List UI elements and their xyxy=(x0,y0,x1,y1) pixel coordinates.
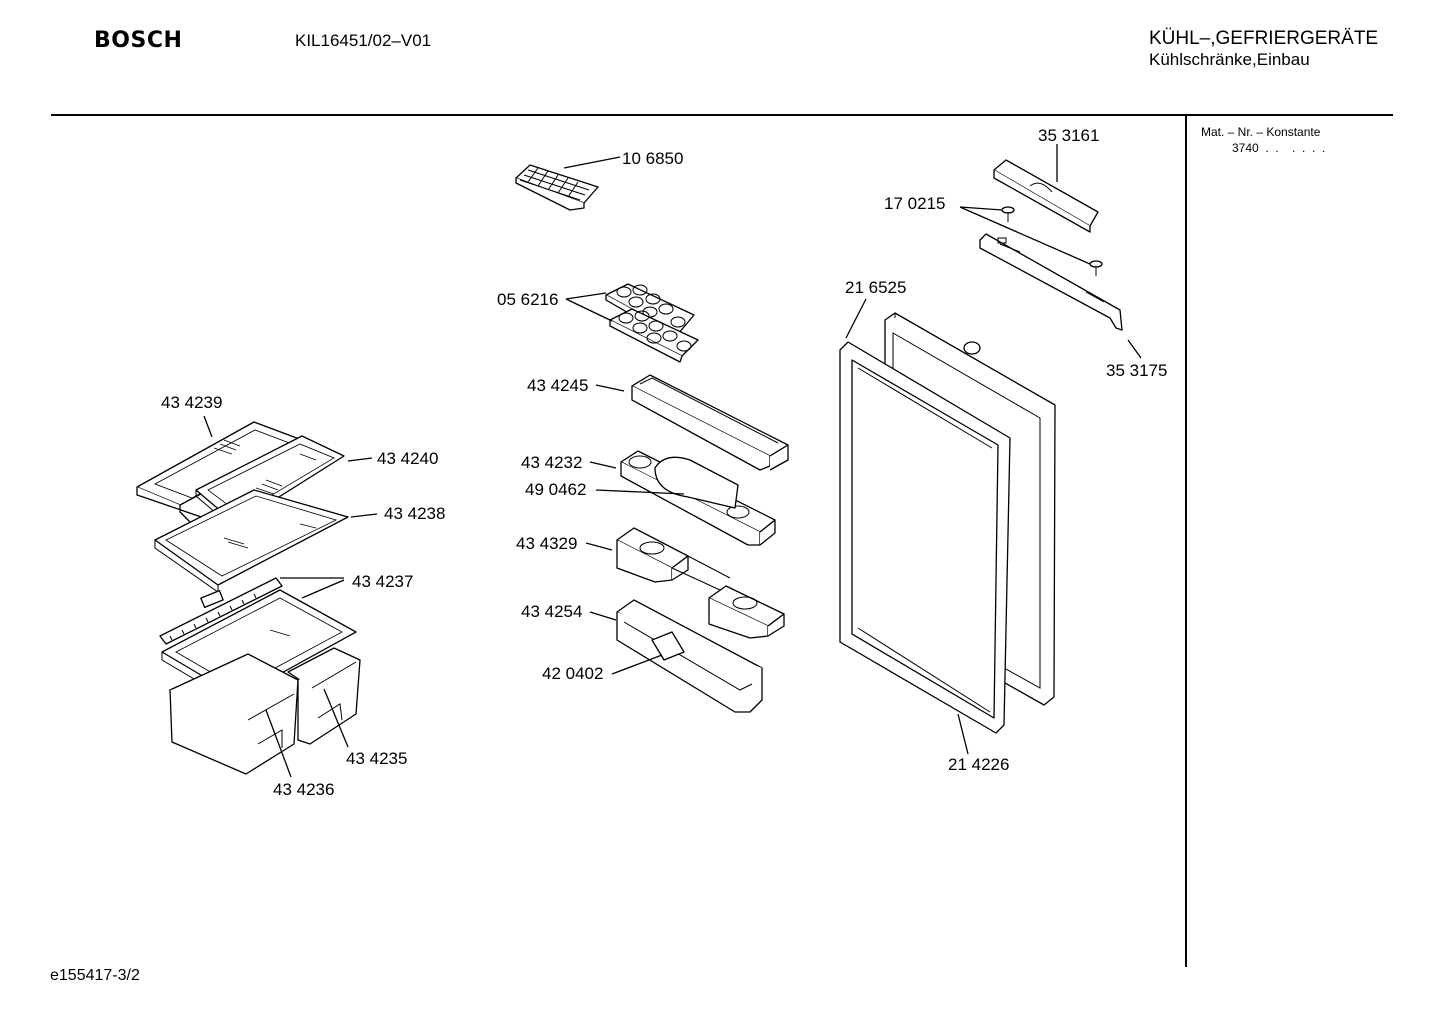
part-label-434245: 43 4245 xyxy=(527,376,588,395)
crisper-cover-drawing xyxy=(159,577,357,706)
part-label-434232: 43 4232 xyxy=(521,453,582,472)
mat-nr-label: Mat. – Nr. – Konstante xyxy=(1201,125,1321,139)
leader-170215-b xyxy=(959,206,1091,265)
leader-434245 xyxy=(595,384,625,392)
part-label-434254: 43 4254 xyxy=(521,602,582,621)
brand-logo: BOSCH xyxy=(94,28,183,53)
leader-353175 xyxy=(1127,339,1142,359)
part-label-056216: 05 6216 xyxy=(497,290,558,309)
part-label-170215: 17 0215 xyxy=(884,194,945,213)
document-number: e155417-3/2 xyxy=(50,967,140,984)
part-label-420402: 42 0402 xyxy=(542,664,603,683)
part-label-216525: 21 6525 xyxy=(845,278,906,297)
category-subtitle: Kühlschränke,Einbau xyxy=(1149,50,1310,69)
hinge-bracket-drawing xyxy=(979,233,1123,331)
leader-170215-a xyxy=(959,206,1003,211)
door-gasket-drawing xyxy=(839,341,1011,734)
part-label-353161: 35 3161 xyxy=(1038,126,1099,145)
door-shelf-lidded-drawing xyxy=(620,450,776,546)
leader-214226 xyxy=(957,713,969,755)
ice-cube-tray-drawing xyxy=(515,164,599,211)
mat-nr-value: 3740 . . . . . . xyxy=(1232,141,1326,155)
part-label-434239: 43 4239 xyxy=(161,393,222,412)
part-label-214226: 21 4226 xyxy=(948,755,1009,774)
sidebar-divider xyxy=(1185,116,1187,967)
leader-106850 xyxy=(563,156,621,169)
leader-434329 xyxy=(585,542,613,551)
door-shelf-compartments-drawing xyxy=(616,527,785,639)
bottle-shelf-drawing xyxy=(616,599,763,713)
crisper-drawer-left-drawing xyxy=(169,653,299,775)
leader-434235 xyxy=(323,688,349,748)
leader-434236 xyxy=(265,709,292,778)
model-number: KIL16451/02–V01 xyxy=(295,31,432,50)
part-label-434329: 43 4329 xyxy=(516,534,577,553)
leader-434254 xyxy=(589,611,617,621)
category-title: KÜHL–,GEFRIERGERÄTE xyxy=(1149,28,1379,49)
part-label-434238: 43 4238 xyxy=(384,504,445,523)
leader-056216-b xyxy=(565,298,613,322)
leader-434239 xyxy=(203,415,213,438)
leader-434238 xyxy=(350,513,378,518)
glass-shelf-middle-drawing xyxy=(154,489,349,593)
hinge-cover-drawing xyxy=(993,159,1099,233)
part-label-434240: 43 4240 xyxy=(377,449,438,468)
leader-434237-b xyxy=(301,579,345,599)
leader-434232 xyxy=(589,461,617,469)
leader-216525 xyxy=(845,298,867,339)
header-divider xyxy=(51,114,1393,116)
part-label-434235: 43 4235 xyxy=(346,749,407,768)
part-label-434236: 43 4236 xyxy=(273,780,334,799)
leader-056216-a xyxy=(565,292,607,300)
part-label-490462: 49 0462 xyxy=(525,480,586,499)
part-label-353175: 35 3175 xyxy=(1106,361,1167,380)
part-label-434237: 43 4237 xyxy=(352,572,413,591)
leader-490462 xyxy=(595,489,685,495)
leader-434240 xyxy=(347,457,373,462)
door-shelf-top-drawing xyxy=(631,374,789,471)
egg-tray-drawing xyxy=(605,283,699,363)
leader-420402 xyxy=(611,654,663,675)
part-label-106850: 10 6850 xyxy=(622,149,683,168)
